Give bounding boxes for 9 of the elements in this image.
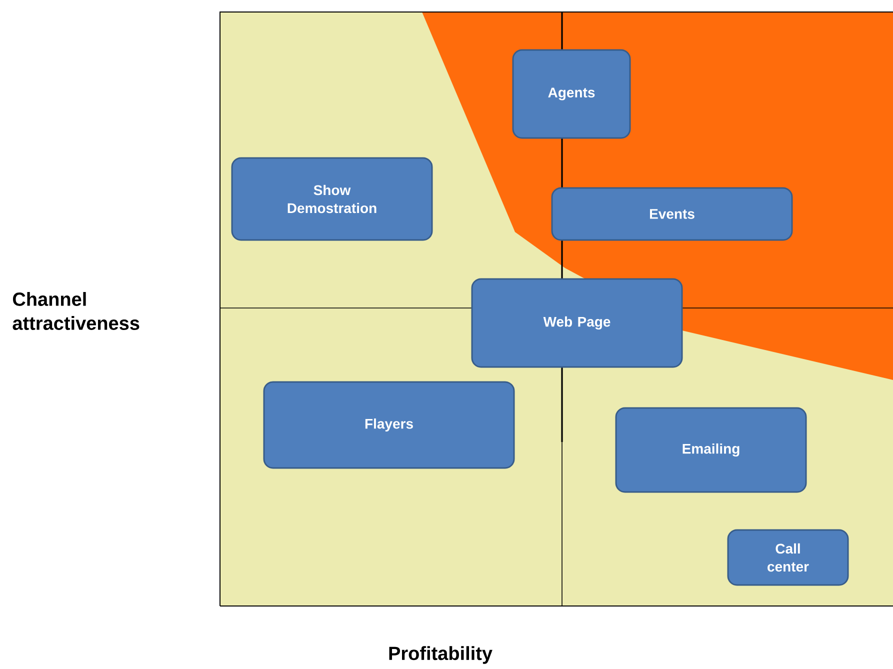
channel-box: Emailing <box>615 407 807 493</box>
axis-label: Profitability <box>389 646 492 664</box>
channel-box: Call center <box>727 529 849 586</box>
axis-label: Channel attractiveness <box>12 292 140 330</box>
channel-box: Web Page <box>471 278 683 368</box>
channel-box: Flayers <box>263 381 515 469</box>
channel-box: Events <box>551 187 793 241</box>
channel-box: Agents <box>512 49 631 139</box>
channel-box: Show Demostration <box>231 157 433 241</box>
